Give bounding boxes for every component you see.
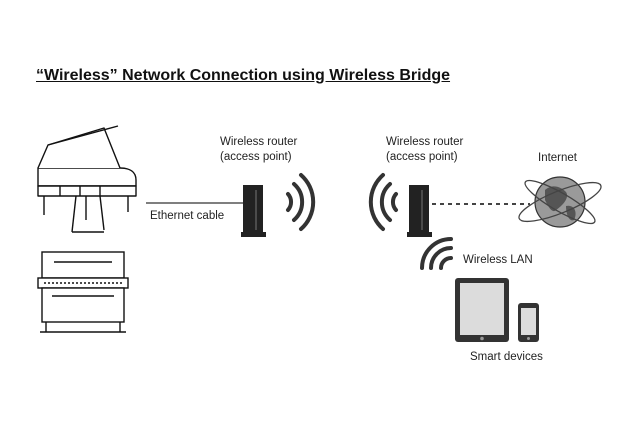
wifi-waves-icon bbox=[368, 173, 398, 231]
smart-devices-label: Smart devices bbox=[470, 351, 543, 363]
wifi-waves-icon bbox=[420, 237, 453, 270]
router-left-label-line2: (access point) bbox=[220, 151, 292, 163]
grand-piano-icon bbox=[37, 125, 137, 233]
smartphone-icon bbox=[518, 303, 539, 342]
globe-icon bbox=[518, 176, 602, 228]
diagram-title: “Wireless” Network Connection using Wire… bbox=[36, 67, 451, 84]
router-right-label-line1: Wireless router bbox=[386, 136, 464, 148]
router-right-label-line2: (access point) bbox=[386, 151, 458, 163]
upright-piano-icon bbox=[37, 251, 129, 333]
internet-label: Internet bbox=[538, 152, 577, 164]
tablet-icon bbox=[455, 278, 509, 342]
router-icon bbox=[407, 185, 432, 237]
router-left-label-line1: Wireless router bbox=[220, 136, 298, 148]
wifi-waves-icon bbox=[286, 173, 316, 231]
ethernet-cable-label: Ethernet cable bbox=[150, 210, 225, 222]
router-icon bbox=[241, 185, 266, 237]
wireless-lan-label: Wireless LAN bbox=[463, 254, 533, 266]
